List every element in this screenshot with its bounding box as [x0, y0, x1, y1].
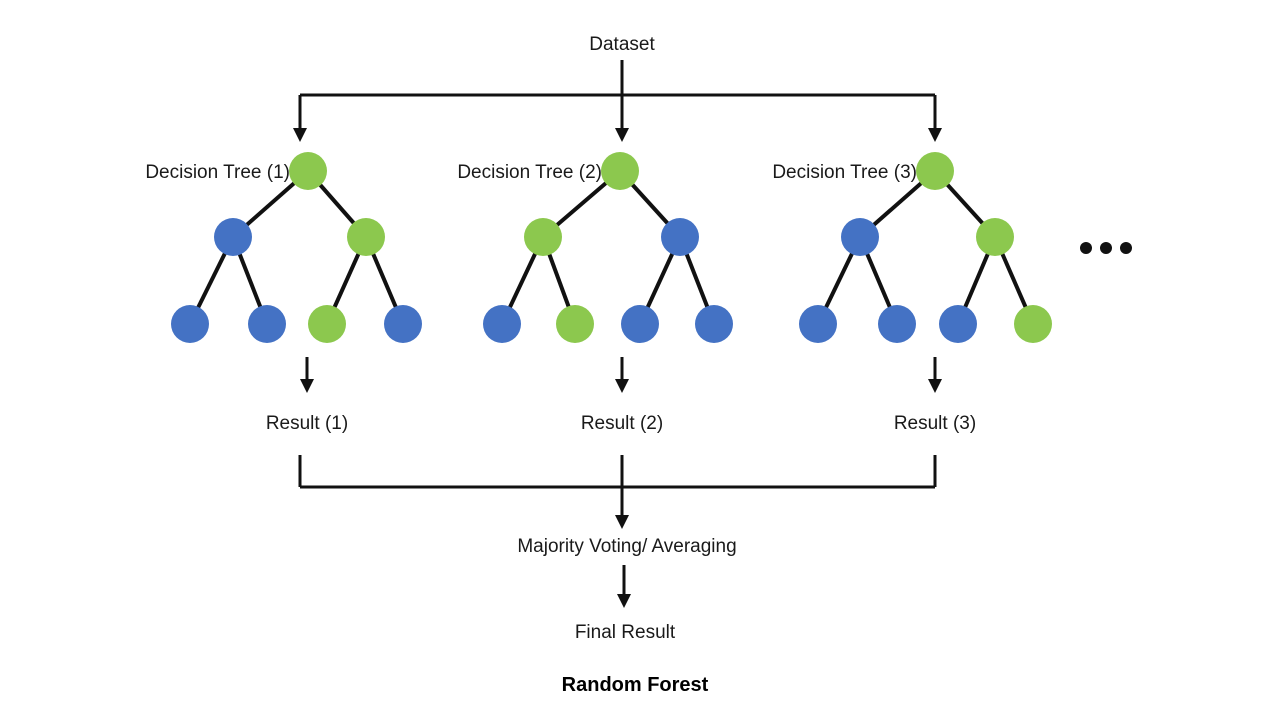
tree-2-leaf-node-4 [695, 305, 733, 343]
dataset-split-connector [293, 60, 942, 142]
tree-2-leaf-node-2 [556, 305, 594, 343]
tree-1-internal-node-right [347, 218, 385, 256]
final-result-connector [617, 565, 631, 608]
decision-tree-2: Decision Tree (2) Result (2) [457, 152, 733, 434]
tree-2-leaf-node-1 [483, 305, 521, 343]
tree-2-internal-node-left [524, 218, 562, 256]
decision-tree-1: Decision Tree (1) Result (1) [145, 152, 422, 434]
diagram-title: Random Forest [562, 674, 709, 696]
dataset-label: Dataset [589, 34, 655, 55]
tree-2-root-node [601, 152, 639, 190]
tree-3-internal-node-right [976, 218, 1014, 256]
tree-2-internal-node-right [661, 218, 699, 256]
result-2-label: Result (2) [581, 413, 663, 434]
dataset-arrowhead-2 [615, 128, 629, 142]
tree-2-result-arrowhead [615, 379, 629, 393]
aggregation-connector [298, 455, 937, 529]
tree-1-internal-node-left [214, 218, 252, 256]
dataset-arrowhead-1 [293, 128, 307, 142]
result-1-label: Result (1) [266, 413, 348, 434]
tree-3-internal-node-left [841, 218, 879, 256]
tree-2-leaf-node-3 [621, 305, 659, 343]
tree-3-leaf-node-4 [1014, 305, 1052, 343]
tree-1-root-node [289, 152, 327, 190]
tree-1-leaf-node-2 [248, 305, 286, 343]
decision-tree-2-label: Decision Tree (2) [457, 162, 602, 183]
tree-3-result-arrowhead [928, 379, 942, 393]
more-trees-ellipsis-icon [1080, 242, 1132, 254]
tree-3-root-node [916, 152, 954, 190]
tree-1-leaf-node-3 [308, 305, 346, 343]
final-result-arrowhead [617, 594, 631, 608]
decision-tree-1-label: Decision Tree (1) [145, 162, 290, 183]
tree-1-leaf-node-1 [171, 305, 209, 343]
decision-tree-3-label: Decision Tree (3) [772, 162, 917, 183]
tree-1-result-arrowhead [300, 379, 314, 393]
tree-1-leaf-node-4 [384, 305, 422, 343]
aggregation-label: Majority Voting/ Averaging [517, 536, 736, 557]
final-result-label: Final Result [575, 622, 676, 643]
dataset-arrowhead-3 [928, 128, 942, 142]
tree-3-leaf-node-1 [799, 305, 837, 343]
tree-3-leaf-node-2 [878, 305, 916, 343]
result-3-label: Result (3) [894, 413, 976, 434]
tree-3-leaf-node-3 [939, 305, 977, 343]
decision-tree-3: Decision Tree (3) Result (3) [772, 152, 1052, 434]
aggregation-arrowhead [615, 515, 629, 529]
